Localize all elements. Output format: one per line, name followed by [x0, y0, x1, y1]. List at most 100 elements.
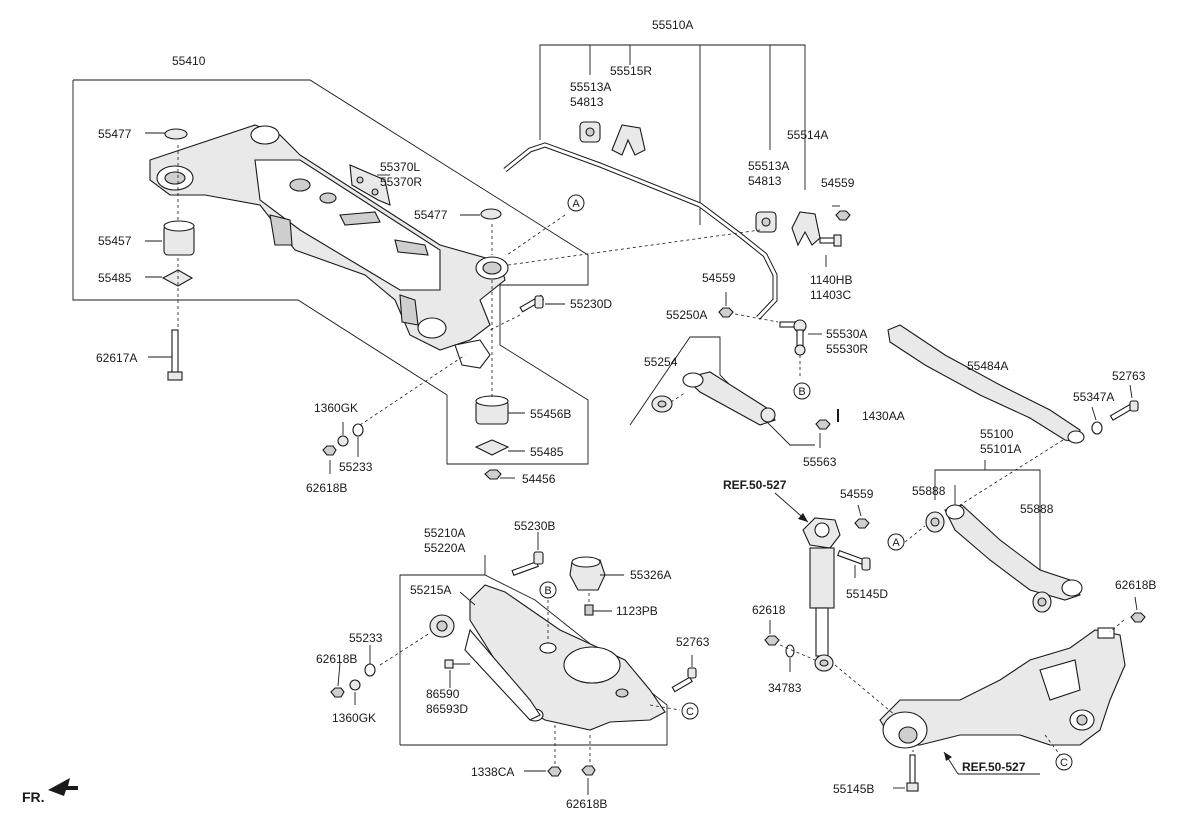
callout-a-top: A	[567, 194, 585, 212]
trailing-arm-bracket	[934, 469, 1041, 600]
bolt-1140hb	[819, 234, 842, 247]
callout-c-bottom-left: C	[681, 702, 699, 720]
label-55485-left: 55485	[98, 271, 132, 285]
label-54813-top: 54813	[570, 95, 604, 109]
nut-54456	[484, 469, 502, 480]
label-55456b: 55456B	[530, 407, 571, 421]
callout-b-bottom: B	[539, 581, 557, 599]
label-55233-top: 55233	[339, 460, 373, 474]
bolt-55145d	[837, 549, 871, 571]
lower-arm-group-box	[399, 574, 668, 746]
label-55215a: 55215A	[410, 583, 451, 597]
label-1360gk-bottom: 1360GK	[332, 711, 376, 725]
label-55410: 55410	[172, 54, 206, 68]
label-55477-right: 55477	[414, 208, 448, 222]
label-55326a: 55326A	[630, 568, 671, 582]
svg-text:B: B	[544, 585, 551, 597]
stabilizer-link-55530a	[779, 319, 807, 356]
bolt-55230d	[519, 294, 545, 313]
label-55220a: 55220A	[424, 541, 465, 555]
nut-62618	[764, 635, 780, 646]
label-55230b: 55230B	[514, 519, 555, 533]
ref-arrow-b	[943, 751, 1040, 775]
label-54456: 54456	[522, 472, 556, 486]
ref-arrow-a	[774, 492, 809, 523]
label-55530r: 55530R	[826, 342, 868, 356]
label-54813-right: 54813	[748, 174, 782, 188]
bushing-55888-a	[925, 511, 945, 533]
bracket-55370	[349, 164, 391, 206]
label-55513a-right: 55513A	[748, 159, 789, 173]
label-55230d: 55230D	[570, 297, 612, 311]
bushing-55456b	[475, 395, 509, 425]
rod-55484a-end	[1067, 430, 1085, 444]
nut-62618b-b	[1130, 612, 1146, 623]
label-62618b-left: 62618B	[316, 652, 357, 666]
label-55370l: 55370L	[380, 160, 420, 174]
bushing-55457	[163, 220, 195, 256]
svg-text:C: C	[686, 706, 694, 718]
label-55101a: 55101A	[980, 442, 1021, 456]
label-55513a-top: 55513A	[570, 80, 611, 94]
nut-54559-b	[718, 307, 734, 318]
label-ref-50-527-bottom: REF.50-527	[962, 760, 1026, 774]
label-62618b-right: 62618B	[1115, 578, 1156, 592]
lateral-link-55250a	[682, 371, 776, 426]
nut-62618b-d	[581, 765, 596, 776]
stabilizer-bushing-55513a-b	[755, 211, 777, 233]
bracket-55515r	[611, 124, 646, 156]
nut-54559-a	[835, 210, 851, 221]
label-55145b: 55145B	[833, 782, 874, 796]
label-ref-50-527-top: REF.50-527	[723, 478, 787, 492]
label-62618b-top: 62618B	[306, 481, 347, 495]
bolt-55230b	[511, 551, 544, 576]
label-54559-middle: 54559	[702, 271, 736, 285]
label-34783: 34783	[768, 681, 802, 695]
bolt-52763-a	[1109, 400, 1139, 421]
callout-a-right: A	[887, 533, 905, 551]
label-55233-bottom: 55233	[349, 631, 383, 645]
dashed-reference-lines	[177, 145, 1125, 765]
label-55515r: 55515R	[610, 64, 652, 78]
label-1338ca: 1338CA	[471, 765, 514, 779]
svg-text:A: A	[572, 198, 580, 210]
label-55510a: 55510A	[652, 18, 693, 32]
label-55347a: 55347A	[1073, 390, 1114, 404]
ball-joint-55326a	[569, 556, 606, 591]
washer-55485-left	[161, 269, 194, 287]
bolt-52763-b	[671, 667, 697, 693]
label-62617a: 62617A	[96, 351, 137, 365]
bushing-55888-b	[1032, 591, 1052, 613]
washer-34783	[785, 644, 795, 658]
bolt-62617a	[167, 329, 183, 381]
label-62618: 62618	[752, 603, 786, 617]
stabilizer-bushing-55513a	[579, 121, 601, 143]
label-1140hb: 1140HB	[810, 273, 852, 287]
nut-1338ca	[547, 766, 562, 777]
hardware-55233-1360gk-62618b	[330, 663, 376, 698]
label-54559-shock: 54559	[840, 487, 874, 501]
label-1123pb: 1123PB	[616, 604, 658, 618]
label-52763-bottom: 52763	[676, 635, 710, 649]
label-55145d: 55145D	[846, 587, 888, 601]
front-direction-arrow	[48, 778, 78, 796]
label-1430aa: 1430AA	[862, 409, 905, 423]
label-86590: 86590	[426, 687, 460, 701]
label-55457: 55457	[98, 234, 132, 248]
washer-55477-left	[164, 128, 188, 140]
callout-b-top: B	[793, 382, 811, 400]
washer-55477-right	[480, 208, 502, 220]
bushing-55254	[651, 395, 673, 413]
rear-knuckle-carrier	[879, 627, 1126, 749]
screw-1123pb	[584, 604, 594, 616]
label-54559-top-right: 54559	[821, 176, 855, 190]
label-52763-right: 52763	[1112, 369, 1146, 383]
label-55514a: 55514A	[787, 128, 828, 142]
stabilizer-bracket-line	[539, 44, 806, 190]
label-front-direction: FR.	[22, 789, 45, 805]
lateral-link-group-box	[629, 336, 815, 446]
svg-text:A: A	[892, 537, 900, 549]
label-55484a: 55484A	[967, 359, 1008, 373]
subframe-group-box	[72, 79, 589, 465]
